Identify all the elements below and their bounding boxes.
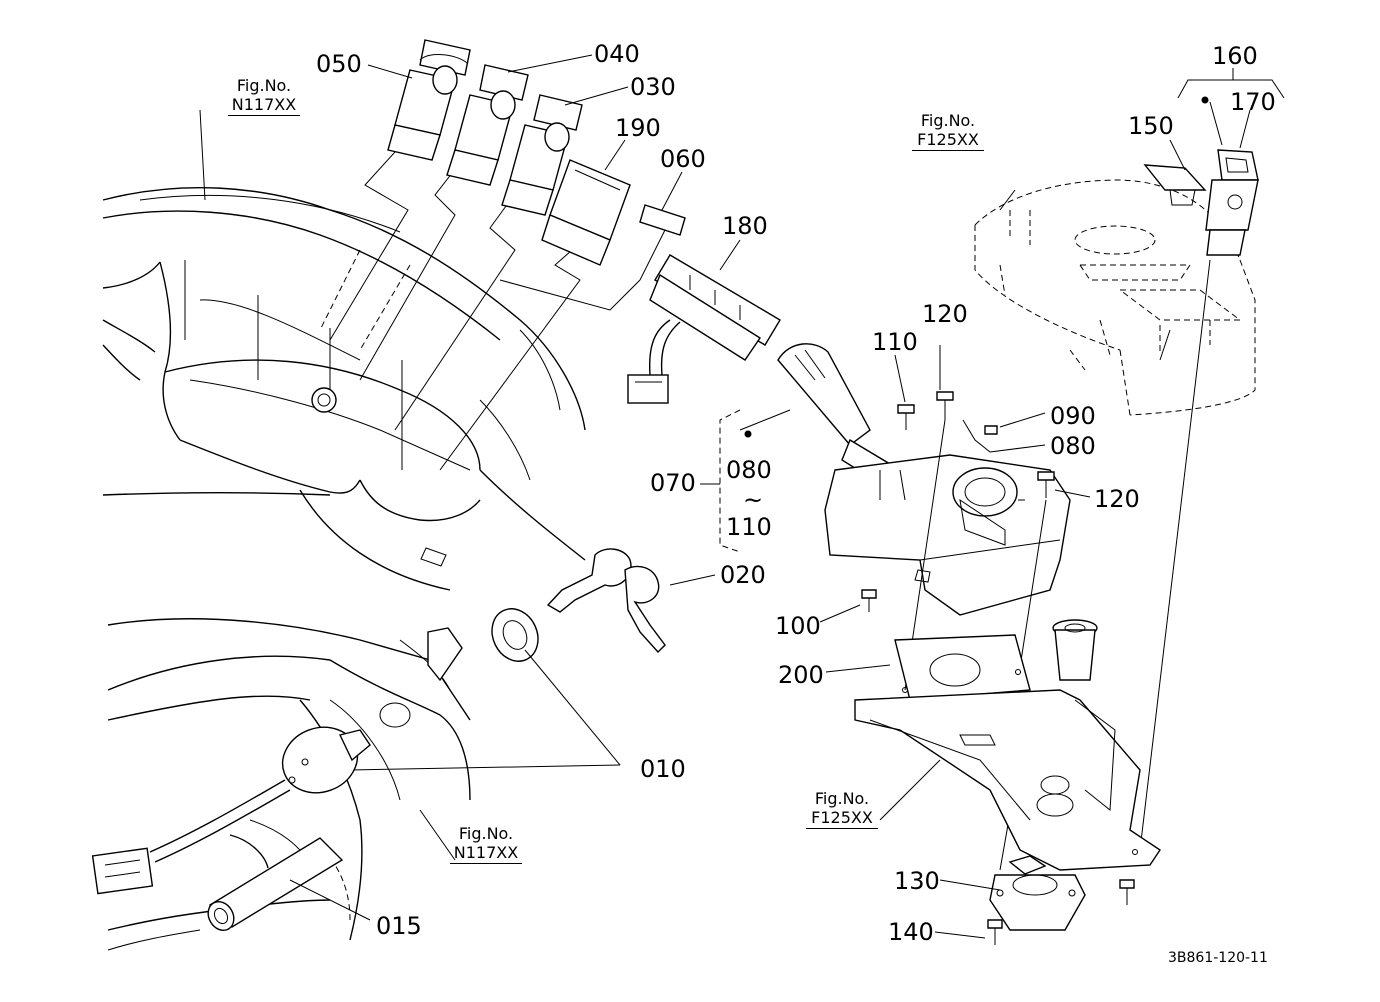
part-label-130: 130 xyxy=(894,867,940,895)
switch-040 xyxy=(446,64,529,186)
small-switch-near-bracket xyxy=(1052,619,1098,681)
dashboard-panel-drawing xyxy=(102,186,586,591)
part-label-200: 200 xyxy=(778,661,824,689)
fig-ref-mid-right: Fig.No. F125XX xyxy=(806,789,878,830)
fig-label: Fig.No. xyxy=(814,789,870,808)
part-label-050: 050 xyxy=(316,50,362,78)
cover-060 xyxy=(639,204,686,236)
fig-number: N117XX xyxy=(228,95,300,117)
mounting-bracket xyxy=(854,689,1161,871)
bracket-160 xyxy=(1177,68,1285,149)
part-label-180: 180 xyxy=(722,212,768,240)
switch-190 xyxy=(541,159,631,266)
part-label-060: 060 xyxy=(660,145,706,173)
part-label-015: 015 xyxy=(376,912,422,940)
part-label-120-right: 120 xyxy=(1094,485,1140,513)
drawing-reference-number: 3B861-120-11 xyxy=(1168,950,1268,966)
bracket-070 xyxy=(700,409,741,553)
part-label-120-top: 120 xyxy=(922,300,968,328)
nut-010 xyxy=(349,608,621,771)
screws xyxy=(861,391,1135,945)
part-label-090: 090 xyxy=(1050,402,1096,430)
part-label-170: 170 xyxy=(1230,88,1276,116)
fig-label: Fig.No. xyxy=(458,824,514,843)
part-label-030: 030 xyxy=(630,73,676,101)
lower-dashboard-drawing xyxy=(107,618,471,951)
fig-number: F125XX xyxy=(806,808,878,830)
part-150 xyxy=(1143,164,1207,206)
fig-ref-top-left: Fig.No. N117XX xyxy=(228,76,300,117)
key-switch xyxy=(91,726,371,895)
label-leaders xyxy=(199,54,1186,939)
part-label-040: 040 xyxy=(594,40,640,68)
keys-020 xyxy=(546,548,716,654)
combination-switch-drawing xyxy=(739,343,1071,616)
fig-ref-top-right: Fig.No. F125XX xyxy=(912,111,984,152)
part-label-080-top: 080 xyxy=(1050,432,1096,460)
panel-180 xyxy=(627,254,781,404)
switch-050 xyxy=(387,39,471,161)
sleeve-015 xyxy=(207,834,371,932)
part-label-110: 110 xyxy=(872,328,918,356)
part-label-080-range: 080 xyxy=(726,456,772,484)
part-label-150: 150 xyxy=(1128,112,1174,140)
fig-label: Fig.No. xyxy=(920,111,976,130)
fig-number: N117XX xyxy=(450,843,522,865)
plate-200 xyxy=(894,634,1031,701)
part-label-range-tilde: ~ xyxy=(743,486,764,514)
part-label-190: 190 xyxy=(615,114,661,142)
switch-170 xyxy=(1205,149,1259,256)
part-label-110-range: 110 xyxy=(726,513,772,541)
part-label-140: 140 xyxy=(888,918,934,946)
part-label-010: 010 xyxy=(640,755,686,783)
part-label-160: 160 xyxy=(1212,42,1258,70)
fig-ref-bottom-mid: Fig.No. N117XX xyxy=(450,824,522,865)
part-label-020: 020 xyxy=(720,561,766,589)
part-label-070: 070 xyxy=(650,469,696,497)
flap xyxy=(427,627,463,682)
part-label-100: 100 xyxy=(775,612,821,640)
fig-number: F125XX xyxy=(912,130,984,152)
fig-label: Fig.No. xyxy=(236,76,292,95)
